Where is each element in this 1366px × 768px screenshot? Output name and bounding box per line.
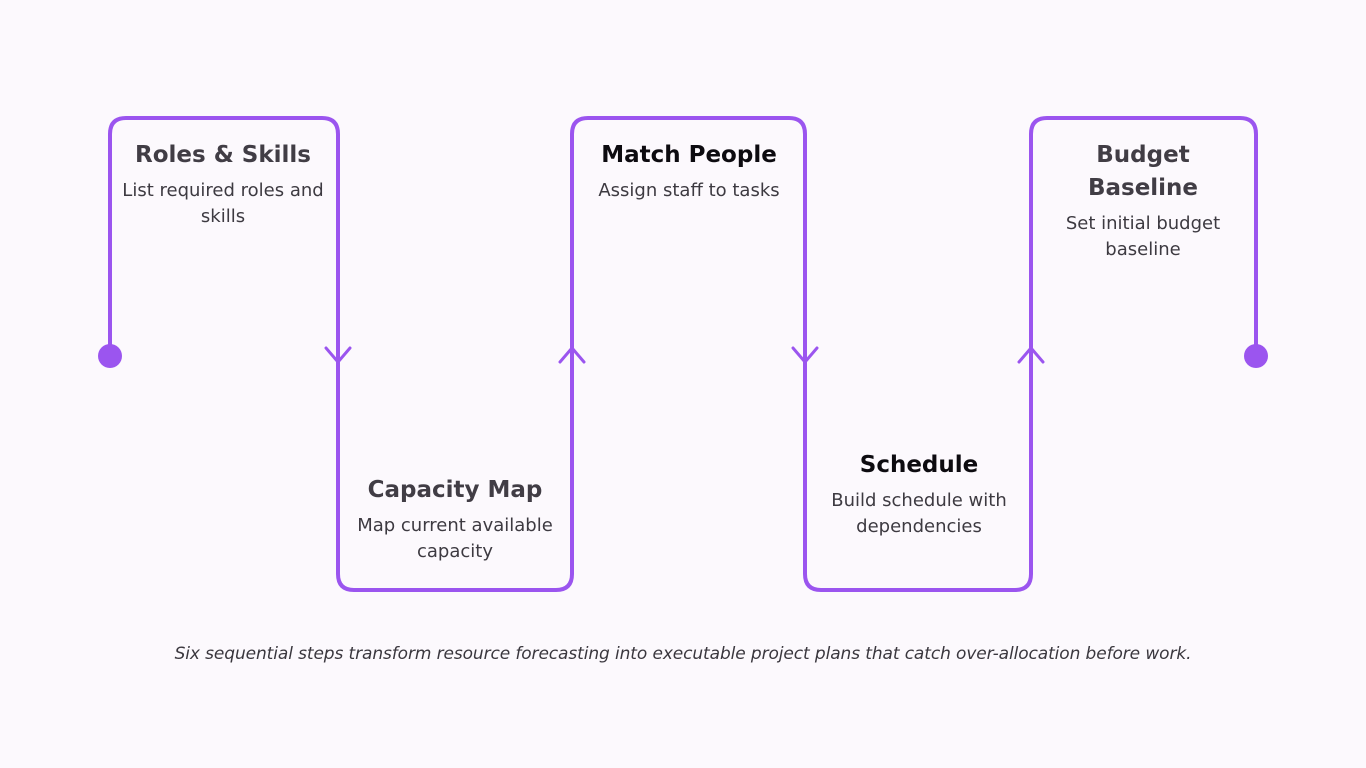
diagram-caption: Six sequential steps transform resource … — [174, 644, 1192, 664]
step-schedule: Schedule Build schedule with dependencie… — [814, 449, 1024, 540]
end-dot — [1244, 344, 1268, 368]
step-capacity-map: Capacity Map Map current available capac… — [350, 474, 560, 565]
step-match-people: Match People Assign staff to tasks — [584, 139, 794, 204]
arrow-up-1 — [558, 346, 586, 364]
arrow-down-1 — [324, 346, 352, 364]
step-description: List required roles and skills — [122, 180, 324, 227]
start-dot — [98, 344, 122, 368]
step-description: Build schedule with dependencies — [831, 490, 1007, 537]
step-description: Map current available capacity — [357, 515, 553, 562]
step-budget-baseline: Budget Baseline Set initial budget basel… — [1038, 139, 1248, 263]
step-title: Roles & Skills — [135, 142, 311, 168]
step-title: Capacity Map — [367, 477, 543, 503]
step-description: Set initial budget baseline — [1065, 213, 1221, 260]
arrow-up-2 — [1017, 346, 1045, 364]
step-description: Assign staff to tasks — [598, 180, 780, 201]
step-roles-skills: Roles & Skills List required roles and s… — [118, 139, 328, 230]
arrow-down-2 — [791, 346, 819, 364]
step-title: Match People — [601, 142, 777, 168]
step-title: Budget Baseline — [1087, 142, 1199, 201]
flow-line — [108, 116, 1258, 592]
step-title: Schedule — [859, 452, 979, 478]
